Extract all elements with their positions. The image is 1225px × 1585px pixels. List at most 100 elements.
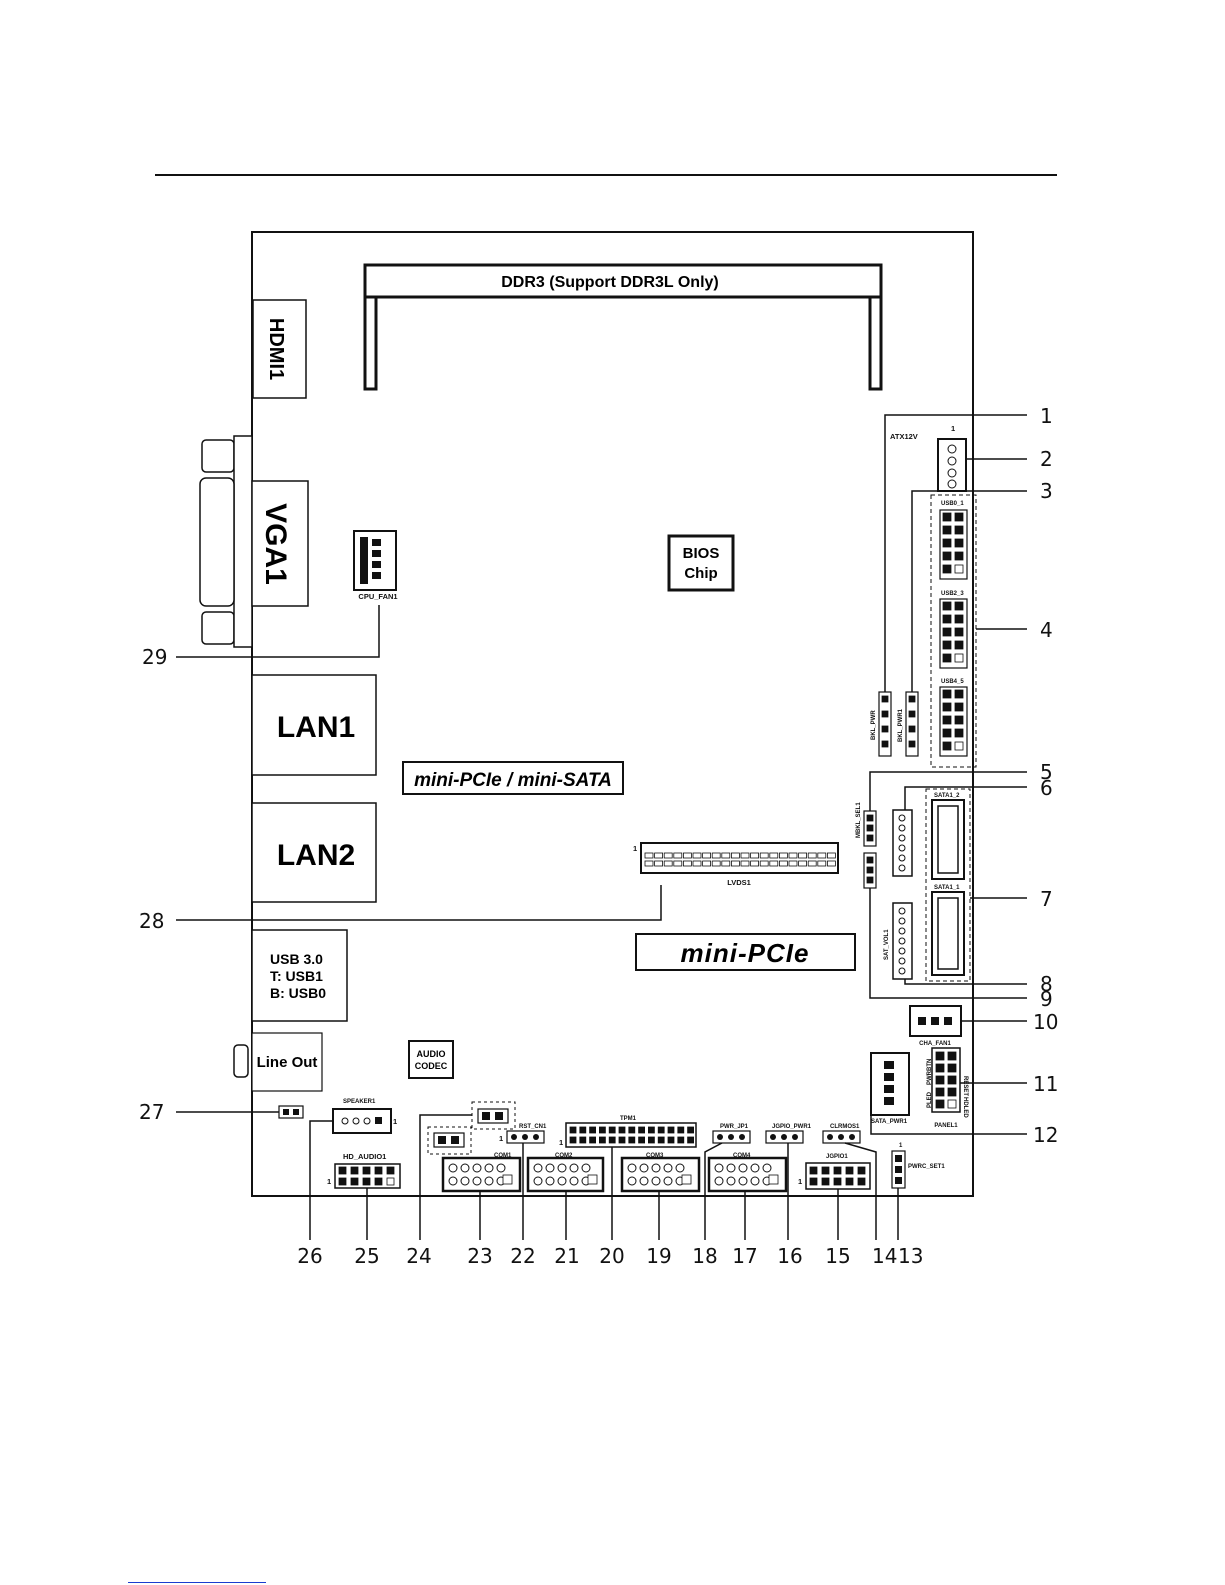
atx12v-connector: ATX12V 1 [890,424,967,492]
bios-label-2: Chip [684,565,717,582]
pin [750,860,759,867]
lvds-connector: 1 LVDS1 [633,842,839,887]
pin [460,1163,470,1173]
pin [866,876,874,884]
panel-pled-label: PLED [927,1091,933,1108]
pin [898,844,906,852]
pin [898,957,906,965]
pin [898,907,906,915]
pin [638,1126,645,1134]
pin [472,1163,482,1173]
pin [386,1177,395,1186]
pin [759,852,769,859]
pin [866,856,874,864]
pin [569,1176,579,1186]
pin [750,1163,760,1173]
pin [663,852,673,859]
pin [898,947,906,955]
pin [821,1166,830,1175]
usb01-label: USB0_1 [941,501,964,507]
pin [721,860,731,867]
pin [579,1126,587,1134]
pin [750,1176,760,1186]
pin [779,860,788,867]
pin [677,1136,685,1144]
pin [663,860,673,867]
pin [942,715,952,725]
tpm-header: TPM1 1 [559,1116,697,1148]
pin [687,1136,694,1144]
pin [881,725,889,733]
pin [599,1126,606,1134]
pin [866,834,874,842]
tpm-pin1: 1 [559,1138,563,1147]
com1-header: COM1 [441,1153,522,1193]
pin [942,702,952,712]
audio-label-2: CODEC [415,1061,448,1071]
pin [942,512,952,522]
pin [654,852,663,859]
mid-right-jumpers: MBKL_SEL1 [856,802,877,889]
pin [898,814,906,822]
ddr3-slot: DDR3 (Support DDR3L Only) [363,263,883,391]
pin [935,1099,945,1109]
pin [533,1163,543,1173]
callout-11: 11 [1033,1072,1058,1096]
bkl-pwr1-label: BKL_PWR1 [898,708,904,742]
callout-16: 16 [777,1244,802,1268]
pin [726,1163,736,1173]
pin [711,852,721,859]
pin [638,1136,645,1144]
pin [687,1126,694,1134]
pin [663,1176,673,1186]
callout-4: 4 [1040,618,1053,642]
com2-header: COM2 [526,1153,605,1193]
jgpio-label: JGPIO1 [826,1154,848,1160]
speaker-header: SPEAKER1 1 [332,1099,397,1134]
pin [502,1174,513,1185]
clrmos-jumper: CLRMOS1 [822,1124,861,1144]
pin [683,852,692,859]
tpm-label: TPM1 [620,1116,637,1122]
pin [947,1087,957,1097]
bkl-pwr-jumpers: BKL_PWR BKL_PWR1 [871,691,919,757]
pin [569,1136,577,1144]
pin [627,1163,637,1173]
panel-hdled-label: HDLED [962,1097,968,1118]
hdmi-port: HDMI1 [252,299,307,399]
pin [533,1176,543,1186]
pin [657,1126,665,1134]
pin [898,824,906,832]
vga-port: VGA1 [199,435,309,648]
usb3-port: USB 3.0 T: USB1 B: USB0 [251,929,348,1022]
pwrc-pin1: 1 [899,1143,903,1149]
pin [651,1163,661,1173]
pin [827,852,836,859]
cha-fan-header: CHA_FAN1 [909,1005,962,1047]
callout-5: 5 [1040,760,1053,784]
usb3-label-3: B: USB0 [270,985,326,1001]
com4-label: COM4 [733,1153,751,1159]
pin [779,852,788,859]
pin [639,1163,649,1173]
pin [947,1051,957,1061]
pin [769,860,779,867]
pin [881,710,889,718]
pin [898,854,906,862]
pin [644,852,654,859]
lvds-pin1: 1 [633,844,637,853]
callout-21: 21 [554,1244,579,1268]
pin [484,1163,494,1173]
callout-2: 2 [1040,447,1053,471]
sata-pwr-label: SATA_PWR1 [871,1119,908,1125]
header-rule [155,174,1057,176]
callout-27: 27 [139,1100,164,1124]
pwrc-jumper: 1 PWRC_SET1 [891,1143,945,1189]
pin [350,1166,359,1175]
callout-20: 20 [599,1244,624,1268]
pin [644,860,654,867]
callout-17: 17 [732,1244,757,1268]
callout-3: 3 [1040,479,1053,503]
jgpio-header: JGPIO1 1 [798,1154,871,1190]
com2-label: COM2 [555,1153,573,1159]
